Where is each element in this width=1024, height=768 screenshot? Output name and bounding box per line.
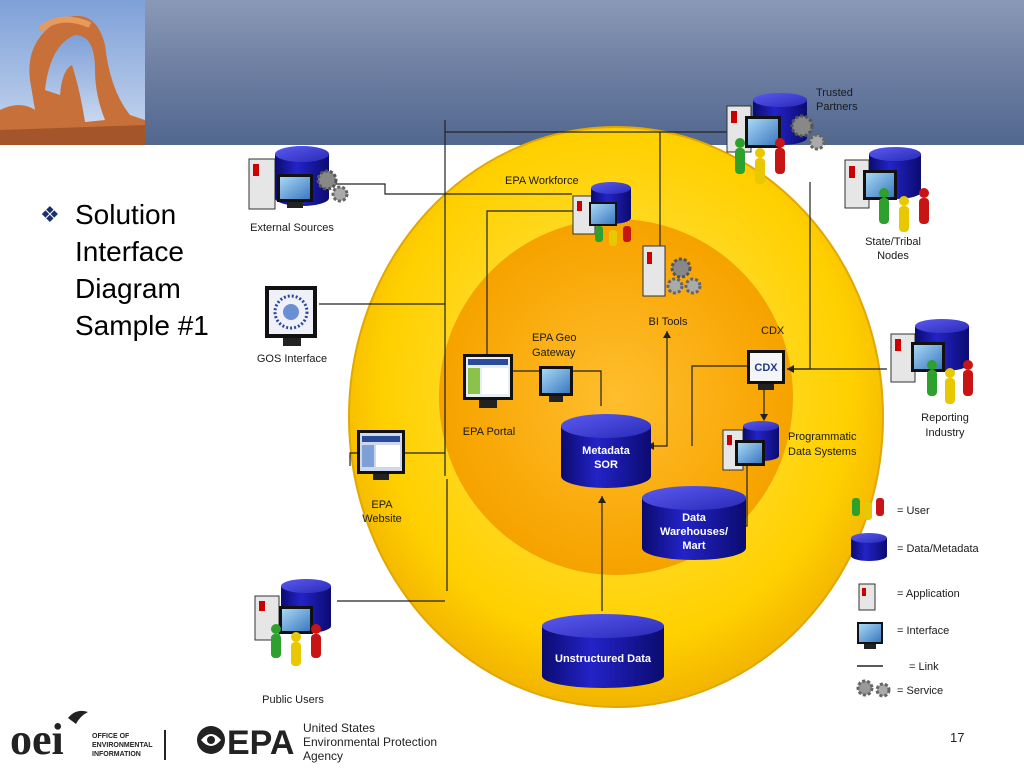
programmatic-label: Data Systems bbox=[788, 446, 857, 458]
solution-interface-diagram: Metadata SOR Data Warehouses/ Mart Unstr… bbox=[248, 87, 980, 708]
legend-service: = Service bbox=[856, 679, 943, 698]
slide-title-line: Sample #1 bbox=[75, 310, 209, 341]
state-tribal-nodes-node: State/Tribal Nodes bbox=[844, 147, 929, 262]
metadata-sor-label: SOR bbox=[594, 459, 618, 471]
oei-line: INFORMATION bbox=[92, 751, 141, 758]
agency-line: United States bbox=[303, 721, 375, 735]
reporting-industry-label: Reporting bbox=[921, 412, 969, 424]
public-users-node: Public Users bbox=[254, 579, 331, 706]
epa-website-label: EPA bbox=[371, 499, 393, 511]
page-number: 17 bbox=[950, 730, 965, 745]
data-warehouses-label: Mart bbox=[682, 540, 706, 552]
programmatic-data-systems-node: Programmatic Data Systems bbox=[722, 421, 857, 471]
unstructured-data-database: Unstructured Data bbox=[542, 614, 664, 688]
slide-title: Solution Interface Diagram Sample #1 bbox=[75, 196, 235, 344]
legend: = User = Data/Metadata = Application = I… bbox=[851, 498, 980, 698]
programmatic-label: Programmatic bbox=[788, 431, 857, 443]
oei-line: OFFICE OF bbox=[92, 733, 130, 740]
link-lines bbox=[319, 120, 887, 611]
metadata-sor-database: Metadata SOR bbox=[561, 414, 651, 488]
epa-portal-node: EPA Portal bbox=[463, 354, 515, 438]
cdx-screen-logo: CDX bbox=[754, 362, 778, 374]
svg-text:oei: oei bbox=[10, 715, 64, 764]
epa-website-node: EPA Website bbox=[357, 430, 405, 525]
state-tribal-label: State/Tribal bbox=[865, 236, 921, 248]
header-banner bbox=[0, 0, 1024, 145]
external-sources-label: External Sources bbox=[250, 222, 334, 234]
legend-user-label: = User bbox=[897, 505, 930, 517]
trusted-partners-label: Partners bbox=[816, 101, 858, 113]
four-diamond-bullet-icon: ❖ bbox=[40, 202, 60, 227]
legend-service-label: = Service bbox=[897, 685, 943, 697]
legend-interface-label: = Interface bbox=[897, 625, 949, 637]
epa-geo-gateway-node: EPA Geo Gateway bbox=[532, 332, 576, 402]
oei-line: ENVIRONMENTAL bbox=[92, 742, 153, 749]
data-warehouses-label: Warehouses/ bbox=[660, 526, 728, 538]
epa-website-label: Website bbox=[362, 513, 402, 525]
legend-application: = Application bbox=[858, 583, 960, 611]
epa-portal-label: EPA Portal bbox=[463, 426, 515, 438]
external-sources-node: External Sources bbox=[248, 146, 349, 234]
bi-tools-label: BI Tools bbox=[649, 316, 688, 328]
slide-title-line: Diagram bbox=[75, 273, 181, 304]
legend-data: = Data/Metadata bbox=[851, 533, 980, 561]
slide-title-line: Solution bbox=[75, 199, 177, 230]
inner-ring bbox=[439, 219, 793, 575]
agency-line: Agency bbox=[303, 749, 343, 763]
legend-user: = User bbox=[852, 498, 930, 520]
unstructured-data-label: Unstructured Data bbox=[555, 653, 652, 665]
epa-wordmark: EPA bbox=[227, 724, 294, 762]
legend-link-label: = Link bbox=[909, 661, 939, 673]
legend-data-label: = Data/Metadata bbox=[897, 543, 980, 555]
legend-application-label: = Application bbox=[897, 588, 960, 600]
state-tribal-label: Nodes bbox=[877, 250, 909, 262]
reporting-industry-label: Industry bbox=[925, 427, 965, 439]
arch-photo bbox=[0, 0, 145, 145]
oei-logo: oei OFFICE OF ENVIRONMENTAL INFORMATION bbox=[10, 710, 153, 764]
epa-workforce-label: EPA Workforce bbox=[505, 175, 579, 187]
legend-link: = Link bbox=[857, 661, 939, 673]
gos-interface-label: GOS Interface bbox=[257, 353, 327, 365]
data-warehouses-label: Data bbox=[682, 512, 707, 524]
legend-interface: = Interface bbox=[857, 622, 949, 649]
epa-logo: EPA United States Environmental Protecti… bbox=[197, 721, 437, 763]
epa-geo-gateway-label: Gateway bbox=[532, 347, 576, 359]
data-warehouses-database: Data Warehouses/ Mart bbox=[642, 486, 746, 560]
agency-line: Environmental Protection bbox=[303, 735, 437, 749]
reporting-industry-node: Reporting Industry bbox=[890, 319, 973, 439]
epa-geo-gateway-label: EPA Geo bbox=[532, 332, 576, 344]
public-users-label: Public Users bbox=[262, 694, 324, 706]
trusted-partners-node: Trusted Partners bbox=[726, 87, 858, 184]
metadata-sor-label: Metadata bbox=[582, 445, 631, 457]
slide-title-line: Interface bbox=[75, 236, 184, 267]
cdx-label: CDX bbox=[761, 325, 785, 337]
gos-interface-node: GOS Interface bbox=[257, 286, 327, 365]
bi-tools-node: BI Tools bbox=[642, 245, 702, 328]
epa-workforce-node: EPA Workforce bbox=[505, 175, 631, 246]
footer-separator bbox=[164, 730, 166, 760]
trusted-partners-label: Trusted bbox=[816, 87, 853, 99]
cdx-node: CDX CDX bbox=[747, 325, 785, 390]
